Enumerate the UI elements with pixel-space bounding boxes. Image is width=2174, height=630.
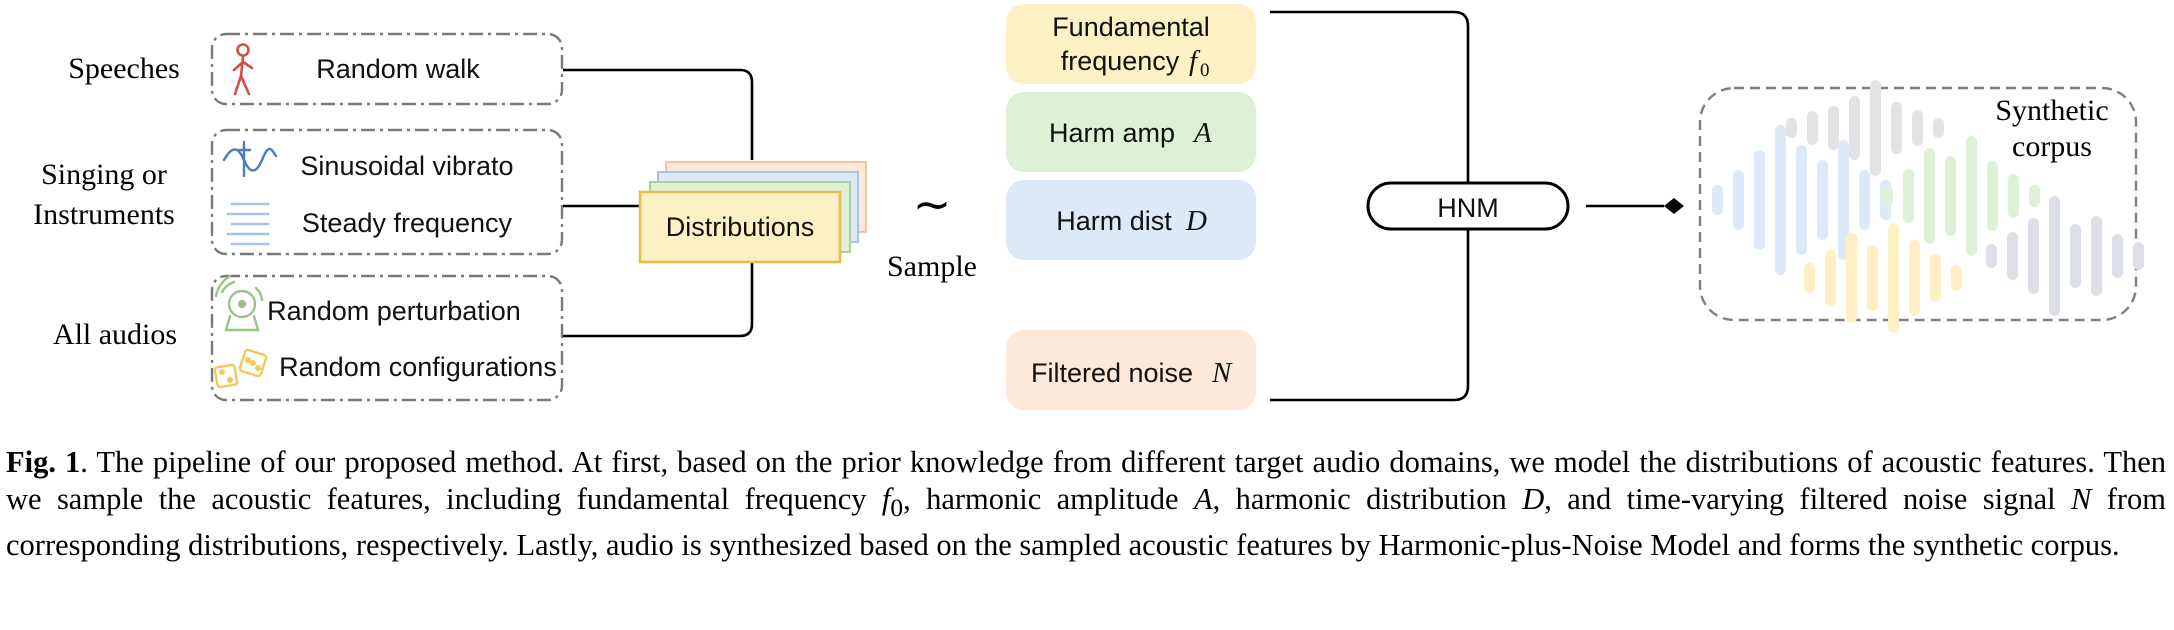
caption-part4: , and time-varying filtered noise signal [1544, 482, 2071, 516]
waveform-bar [1775, 125, 1786, 275]
tilde-symbol: ∼ [913, 179, 952, 230]
waveform-bar [2007, 232, 2018, 280]
waveform-bar [1817, 160, 1828, 240]
waveform-bar [1986, 244, 1997, 268]
steady-frequency-icon [226, 202, 270, 246]
harm-amp-label: Harm amp [1049, 118, 1175, 148]
waveform-bar [1828, 106, 1839, 150]
hnm-box [1366, 181, 1570, 231]
waveform-bar [1846, 233, 1857, 323]
waveform-bar [1882, 186, 1893, 206]
waveform-bar [1951, 265, 1962, 291]
feature-box-harm-dist [1006, 180, 1256, 260]
waveform-bar [1912, 110, 1923, 146]
caption-part2: , harmonic amplitude [903, 482, 1194, 516]
pipeline-diagram: Speeches Singing or Instruments All audi… [33, 4, 2144, 410]
f0-subscript: 0 [1200, 60, 1210, 81]
label-singing-line2: Instruments [33, 198, 175, 231]
distributions-stack [638, 161, 867, 264]
hnm-label: HNM [1437, 193, 1499, 223]
waveform-bar [1867, 245, 1878, 311]
caption-part5: from corresponding distributions, respec… [6, 482, 2166, 563]
waveform-bar [2091, 216, 2102, 296]
harm-dist-label: Harm dist [1056, 206, 1172, 236]
f0-line2: frequency [1061, 46, 1180, 76]
corpus-label-line2: corpus [2012, 130, 2092, 163]
group-singing [210, 128, 564, 256]
waveform-bar [2070, 224, 2081, 288]
harm-dist-symbol: D [1185, 205, 1207, 237]
waveform-bar [1849, 96, 1860, 160]
noise-symbol: N [1211, 357, 1233, 389]
waveform-bar [1987, 161, 1998, 231]
caption-part1: . The pipeline of our proposed method. A… [6, 445, 2166, 516]
waveform-bar [2112, 234, 2123, 278]
sample-label: Sample [887, 250, 977, 283]
feature-box-f0 [1006, 4, 1256, 84]
waveform-bar [2028, 218, 2039, 294]
figure-caption: Fig. 1. The pipeline of our proposed met… [6, 444, 2166, 564]
group-all-audios [210, 274, 564, 402]
vibrato-icon [222, 140, 278, 178]
connector-all-audios [563, 262, 754, 338]
waveform-bar [1804, 263, 1815, 293]
waveform-bar [1945, 156, 1956, 236]
waveform-bar [1754, 150, 1765, 250]
method-sinusoidal-vibrato: Sinusoidal vibrato [300, 151, 513, 181]
distributions-label: Distributions [666, 212, 815, 242]
waveform-bar [1891, 102, 1902, 154]
waveform-bar [2049, 196, 2060, 316]
noise-label: Filtered noise [1031, 358, 1193, 388]
feature-box-harm-amp [1006, 92, 1256, 172]
caption-part3: , harmonic distribution [1212, 482, 1523, 516]
caption-d-var: D [1522, 482, 1545, 516]
waveform-bar [2008, 174, 2019, 218]
synthetic-corpus-box [1698, 86, 2138, 322]
diamond-arrowhead-icon [1664, 198, 1684, 214]
caption-fig-label: Fig. 1 [6, 445, 81, 479]
waveform-bar [1909, 240, 1920, 316]
dice-icon [213, 348, 268, 389]
waveform-bar [1733, 170, 1744, 230]
waveform-bar [1786, 118, 1797, 138]
waveform-bar [1933, 118, 1944, 138]
waveform-bar [2133, 242, 2144, 270]
waveform-bar [1930, 254, 1941, 302]
waveform-bar [1888, 223, 1899, 333]
perturbation-icon [214, 274, 264, 332]
waveform-bar [1903, 169, 1914, 223]
feature-box-noise [1006, 330, 1256, 410]
method-random-perturbation: Random perturbation [267, 296, 521, 326]
caption-a-var: A [1193, 482, 1213, 516]
waveform-bar [2029, 185, 2040, 207]
label-all-audios: All audios [53, 318, 177, 351]
label-speeches: Speeches [68, 52, 180, 85]
waveform-bar [1796, 145, 1807, 255]
waveform-bar [1838, 140, 1849, 260]
f0-line1: Fundamental [1052, 12, 1210, 42]
corpus-label-line1: Synthetic [1995, 94, 2108, 127]
label-singing-line1: Singing or [41, 158, 167, 191]
method-random-configurations: Random configurations [279, 352, 557, 382]
waveform-bar [1807, 111, 1818, 145]
caption-n-var: N [2070, 482, 2092, 516]
walk-icon [232, 43, 254, 96]
caption-f0-var: f [881, 482, 891, 516]
waveform-bar [1825, 250, 1836, 306]
method-steady-frequency: Steady frequency [302, 208, 513, 238]
harm-amp-symbol: A [1192, 117, 1212, 149]
corpus-waveforms [1712, 80, 2144, 333]
waveform-bar [1924, 148, 1935, 244]
waveform-bar [1859, 170, 1870, 230]
waveform-bar [1712, 185, 1723, 215]
waveform-bar [1966, 136, 1977, 256]
connector-speeches [563, 68, 754, 160]
method-random-walk: Random walk [316, 54, 480, 84]
group-speeches [210, 32, 564, 106]
caption-f0-sub: 0 [890, 494, 904, 523]
waveform-bar [1870, 80, 1881, 176]
